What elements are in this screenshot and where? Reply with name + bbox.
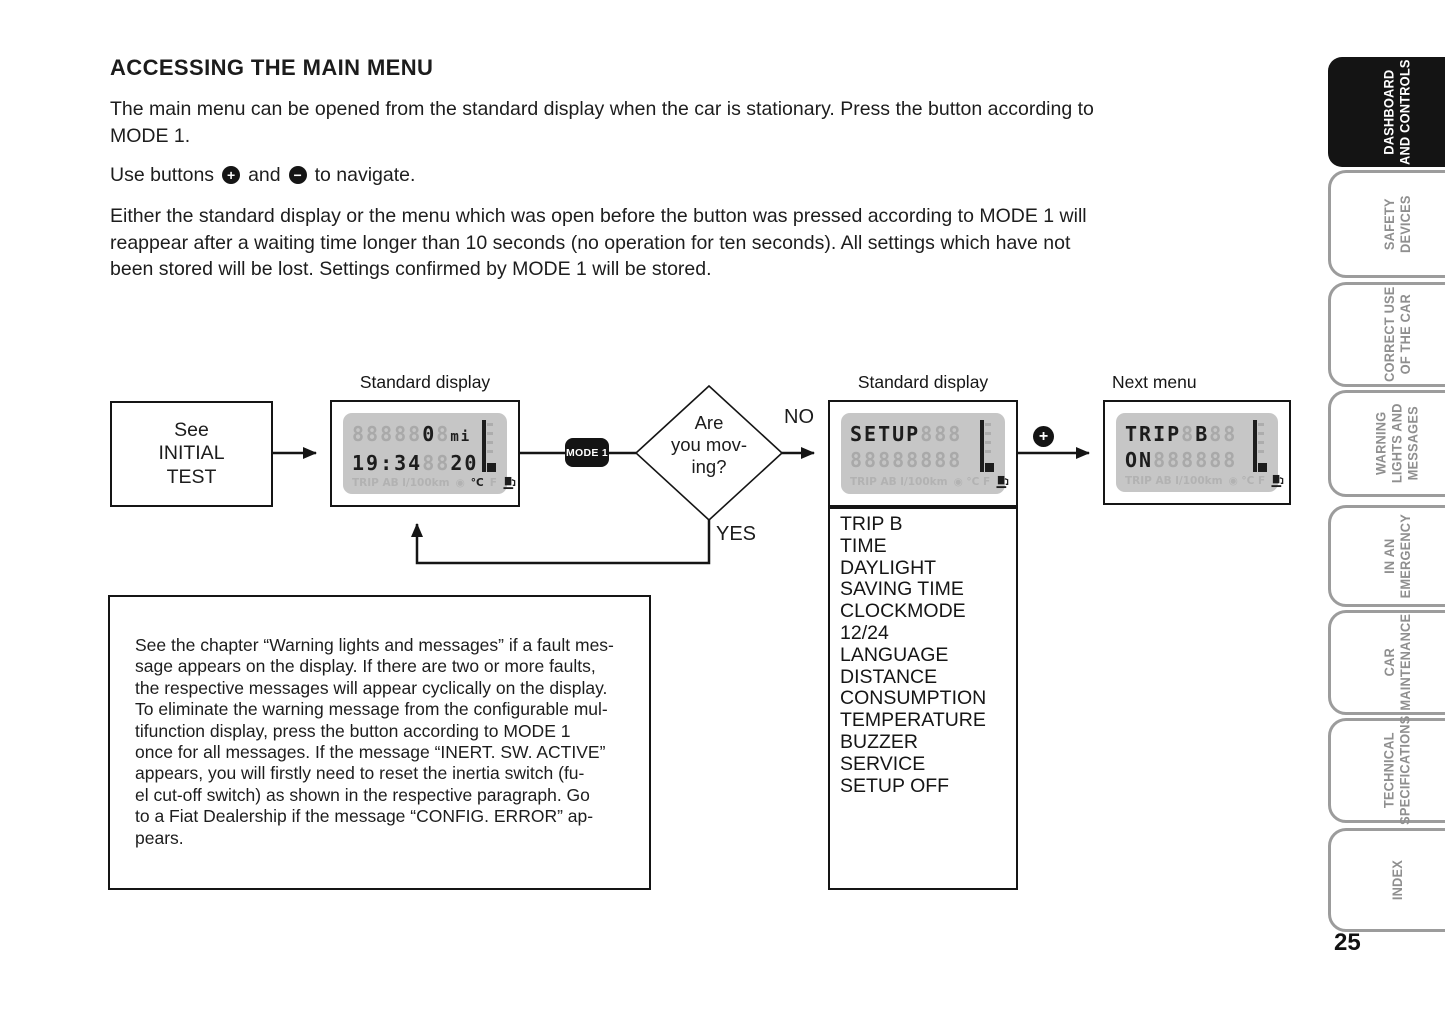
lcd-active-segment: TRIP — [1125, 422, 1182, 446]
lcd-row-top: TRIP8B88 — [1125, 421, 1250, 447]
lcd-legend: TRIP AB l/100km ◉ °C F — [850, 476, 990, 488]
lcd-ghost-segment: ◉ — [455, 477, 465, 489]
lcd-row-bottom: 88888888 — [850, 447, 977, 473]
lcd-active-segment: 20 — [450, 451, 479, 475]
fuel-pump-icon — [1271, 474, 1284, 487]
lcd-row-top: SETUP888 — [850, 421, 977, 447]
sidebar-tab-label: SAFETY DEVICES — [1381, 195, 1413, 253]
lcd-active-segment: SETUP — [850, 422, 921, 446]
sidebar-tab-in-an-emergency: IN AN EMERGENCY — [1328, 505, 1445, 607]
yes-branch-label: YES — [716, 523, 757, 545]
lcd-row-top: 8888808mi — [352, 421, 479, 450]
lcd-screen: TRIP8B88 ON888888 TRIP AB l/100km ◉ °C F — [1116, 413, 1284, 492]
sidebar-tab-correct-use-of-the-car: CORRECT USE OF THE CAR — [1328, 282, 1445, 387]
lcd-active-segment: 0 — [422, 422, 437, 446]
lcd-ghost-segment: 8 — [1181, 422, 1196, 446]
lcd-active-segment: B — [1195, 422, 1210, 446]
paragraph-use-buttons: Use buttons + and − to navigate. — [110, 162, 415, 189]
lcd-ghost-segment: TRIP AB l/100km — [352, 477, 450, 489]
next-menu-label: Next menu — [1112, 372, 1197, 392]
use-buttons-suffix: to navigate. — [314, 164, 416, 186]
fuel-pump-icon — [503, 476, 516, 490]
lcd-ghost-segment: ◉ °C F — [1228, 474, 1266, 487]
decision-diamond-text: Are you mov- ing? — [670, 412, 748, 477]
lcd-ghost-segment: TRIP AB l/100km — [1125, 474, 1223, 487]
lcd-active-segment: 19:34 — [352, 451, 423, 475]
lcd-ghost-segment: F — [489, 477, 497, 489]
lcd-ghost-segment: 88 — [1209, 422, 1238, 446]
lcd-ghost-segment: 88 — [422, 451, 451, 475]
standard-display-label-1: Standard display — [359, 372, 491, 392]
lcd-ghost-segment: 888888 — [1153, 448, 1238, 472]
standard-display-label-2: Standard display — [857, 372, 989, 392]
standard-display-box-2: SETUP888 88888888 TRIP AB l/100km ◉ °C F — [828, 400, 1018, 507]
page-number: 25 — [1334, 929, 1361, 956]
use-buttons-prefix: Use buttons — [110, 164, 215, 186]
lcd-ghost-segment: 888 — [920, 422, 963, 446]
sidebar-tab-label: CORRECT USE OF THE CAR — [1381, 286, 1413, 383]
lcd-ghost-segment: TRIP AB l/100km — [850, 476, 948, 488]
lcd-active-segment: mi — [450, 429, 472, 445]
setup-menu-box — [828, 507, 1018, 890]
lcd-legend: TRIP AB l/100km ◉ °C F — [352, 477, 497, 489]
fuel-level-gauge — [977, 419, 997, 474]
sidebar-tab-label: TECHNICAL SPECIFICATIONS — [1381, 715, 1413, 826]
setup-menu-list: TRIP B TIME DAYLIGHT SAVING TIME CLOCKMO… — [840, 513, 987, 797]
lcd-screen: 8888808mi 19:348820 TRIP AB l/100km ◉ °C F — [343, 413, 516, 494]
minus-button-icon: − — [288, 166, 307, 185]
lcd-row-bottom: 19:348820 — [352, 450, 479, 476]
sidebar-tab-label: CAR MAINTENANCE — [1381, 614, 1413, 711]
standard-display-box-1: 8888808mi 19:348820 TRIP AB l/100km ◉ °C F — [330, 400, 520, 507]
lcd-active-segment: °C — [470, 477, 484, 489]
sidebar-tab-car-maintenance: CAR MAINTENANCE — [1328, 610, 1445, 715]
lcd-ghost-segment: 8 — [436, 422, 451, 446]
fuel-level-gauge — [479, 419, 499, 476]
sidebar-tab-label: IN AN EMERGENCY — [1381, 513, 1413, 599]
fuel-pump-icon — [996, 475, 1009, 489]
use-buttons-mid: and — [248, 164, 281, 186]
sidebar-tab-safety-devices: SAFETY DEVICES — [1328, 170, 1445, 278]
warning-note-text: See the chapter “Warning lights and mess… — [135, 635, 614, 848]
lcd-legend: TRIP AB l/100km ◉ °C F — [1125, 475, 1265, 487]
plus-button-icon: + — [222, 166, 241, 185]
lcd-row-bottom: ON888888 — [1125, 447, 1250, 473]
next-menu-display-box: TRIP8B88 ON888888 TRIP AB l/100km ◉ °C F — [1103, 400, 1291, 505]
plus-button-icon: + — [1033, 426, 1054, 447]
paragraph-timeout: Either the standard display or the menu … — [110, 205, 1087, 280]
sidebar-tab-label: DASHBOARD AND CONTROLS — [1381, 59, 1413, 165]
initial-test-box: See INITIAL TEST — [110, 401, 273, 507]
no-branch-label: NO — [784, 406, 814, 428]
lcd-ghost-segment: 88888 — [352, 422, 423, 446]
sidebar-tab-label: WARNING LIGHTS AND MESSAGES — [1373, 403, 1422, 484]
warning-note-box — [108, 595, 651, 890]
sidebar-tab-label: INDEX — [1389, 859, 1405, 901]
mode1-button: MODE 1 — [565, 438, 609, 467]
fuel-level-gauge — [1250, 419, 1270, 473]
lcd-screen: SETUP888 88888888 TRIP AB l/100km ◉ °C F — [841, 413, 1009, 494]
page-title: ACCESSING THE MAIN MENU — [110, 55, 434, 80]
lcd-ghost-segment: ◉ °C F — [953, 476, 991, 488]
sidebar-tab-technical-specifications: TECHNICAL SPECIFICATIONS — [1328, 715, 1445, 826]
sidebar-tab-index: INDEX — [1328, 828, 1445, 932]
lcd-ghost-segment: 88888888 — [850, 448, 963, 472]
sidebar-tab-warning-lights-and-messages: WARNING LIGHTS AND MESSAGES — [1328, 390, 1445, 497]
paragraph-open-menu: The main menu can be opened from the sta… — [110, 98, 1094, 147]
sidebar-tab-dashboard-and-controls: DASHBOARD AND CONTROLS — [1328, 57, 1445, 167]
lcd-active-segment: ON — [1125, 448, 1154, 472]
